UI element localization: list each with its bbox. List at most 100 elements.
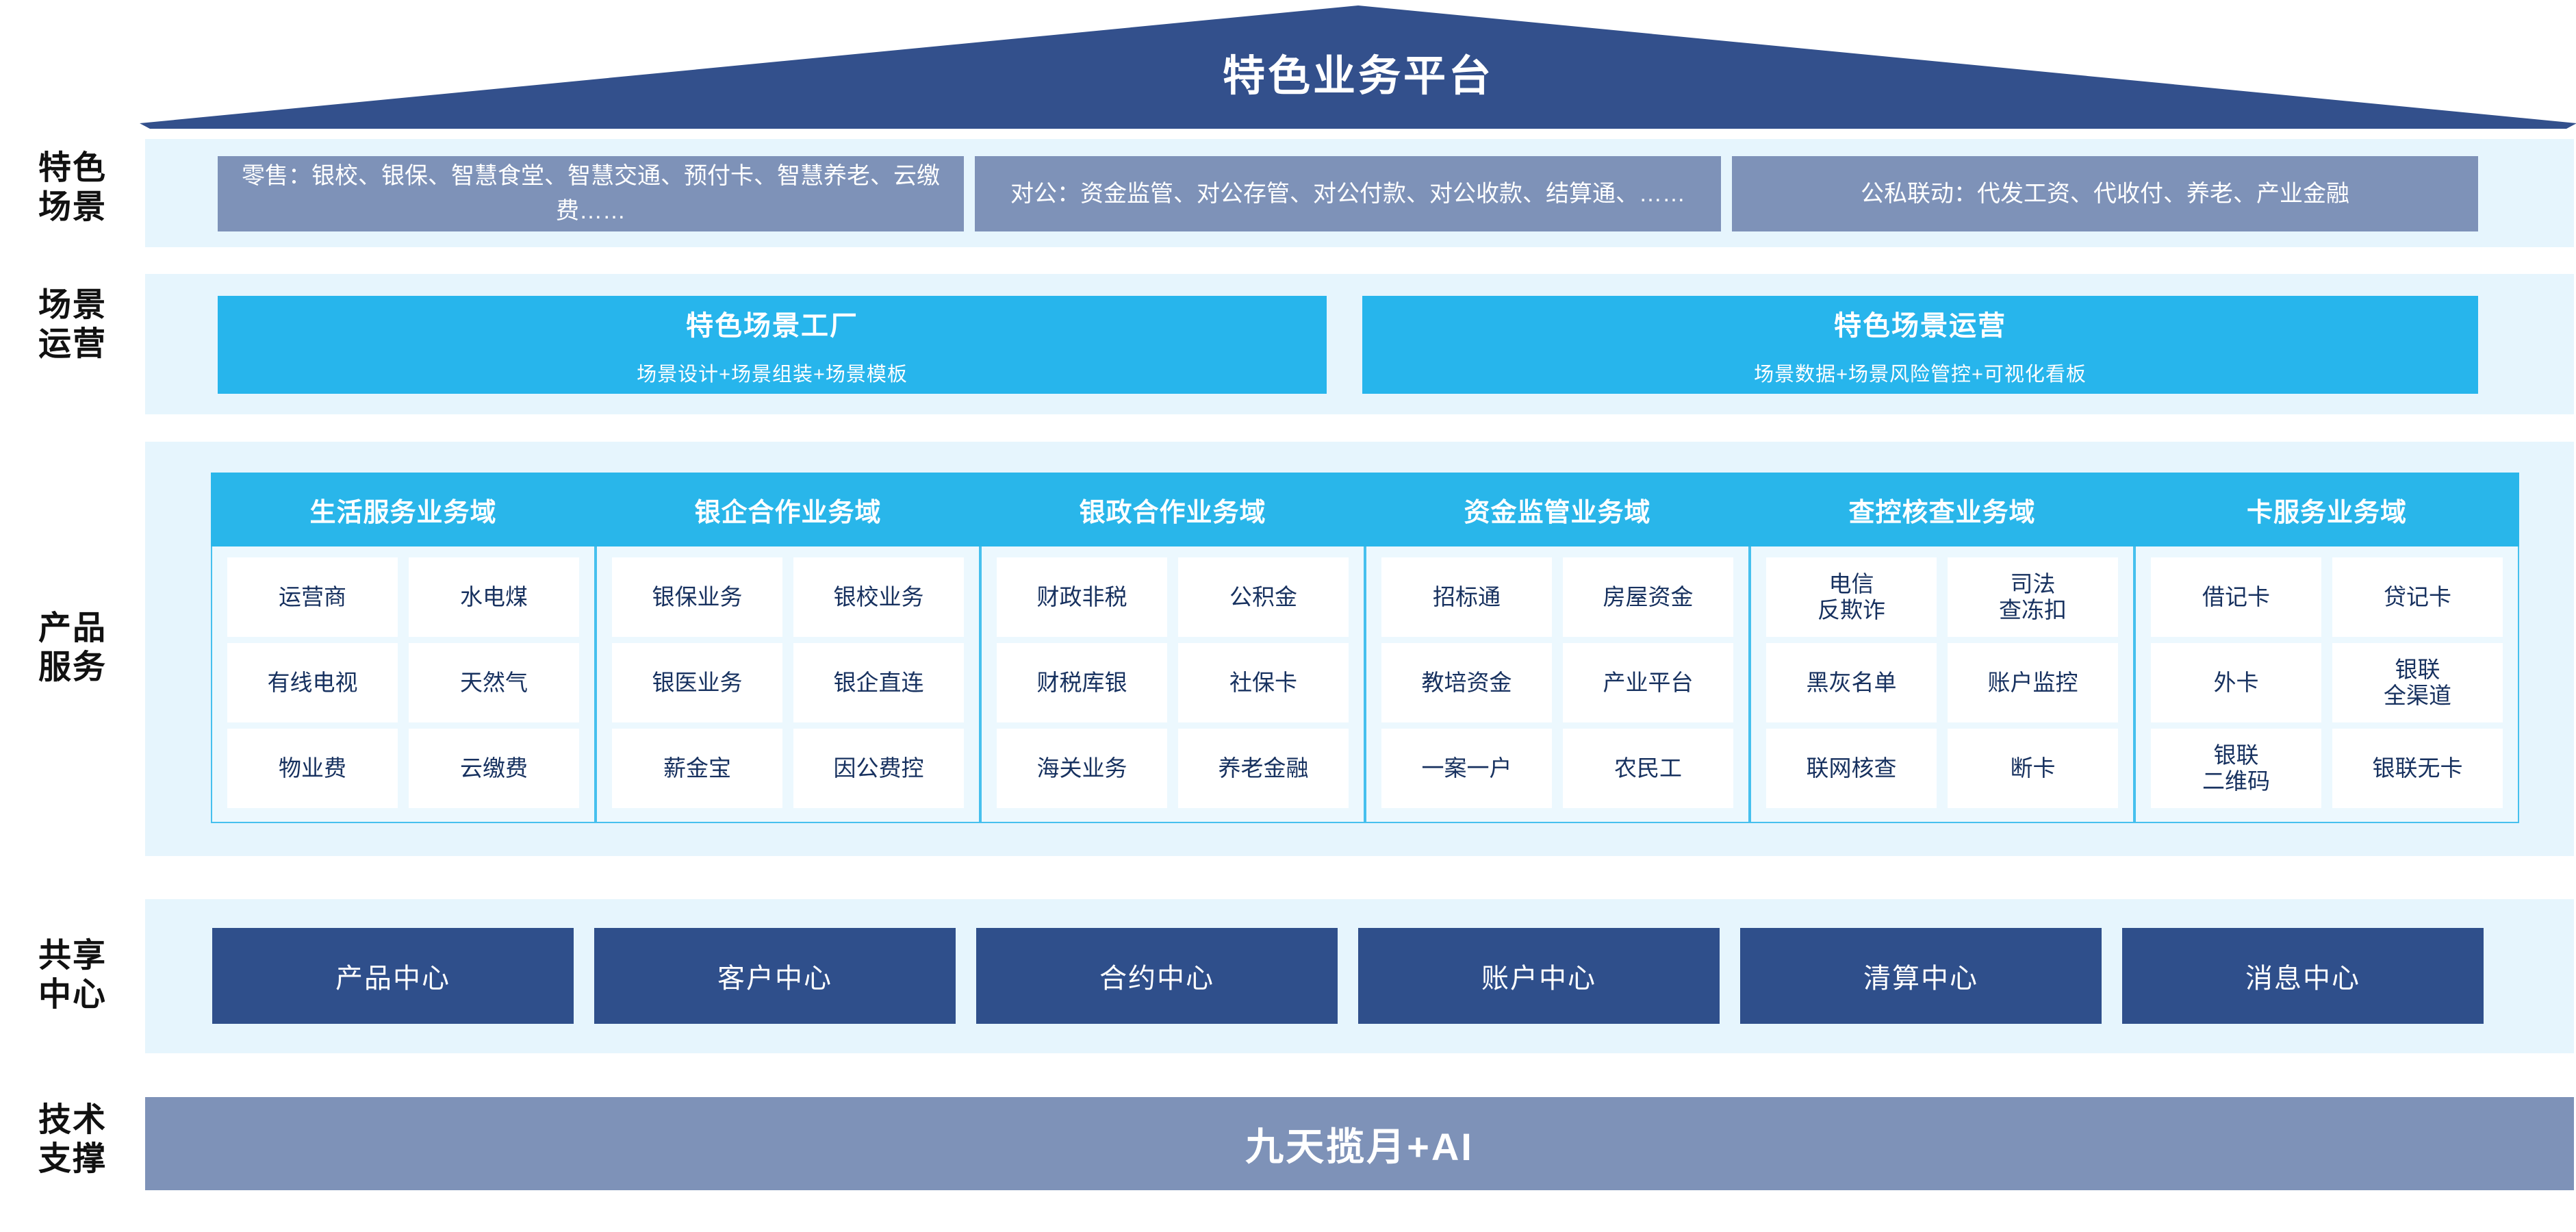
domain-body: 银保业务 银校业务 银医业务 银企直连 薪金宝 因公费控 [596, 546, 980, 823]
row-label-products: 产品 服务 [4, 609, 141, 687]
domain-cell[interactable]: 银联 二维码 [2151, 729, 2321, 808]
domain-card-bank-government[interactable]: 银政合作业务域 财政非税 公积金 财税库银 社保卡 海关业务 养老金融 [980, 473, 1365, 823]
domain-row: 借记卡 贷记卡 [2151, 557, 2503, 637]
operations-factory-title: 特色场景工厂 [686, 310, 858, 341]
shared-center-label: 清算中心 [1863, 964, 1978, 994]
domain-row: 招标通 房屋资金 [1381, 557, 1733, 637]
shared-center-label: 合约中心 [1099, 964, 1214, 994]
operations-factory-subtitle: 场景设计+场景组装+场景模板 [637, 363, 908, 386]
domain-cell[interactable]: 银医业务 [612, 643, 782, 722]
row-label-shared: 共享 中心 [4, 937, 141, 1014]
shared-center-product[interactable]: 产品中心 [212, 928, 574, 1024]
domain-card-fund-supervision[interactable]: 资金监管业务域 招标通 房屋资金 教培资金 产业平台 一案一户 农民工 [1365, 473, 1750, 823]
scenario-box-retail[interactable]: 零售：银校、银保、智慧食堂、智慧交通、预付卡、智慧养老、云缴费…… [218, 156, 964, 231]
domain-row: 薪金宝 因公费控 [612, 729, 964, 808]
operations-box-factory[interactable]: 特色场景工厂 场景设计+场景组装+场景模板 [218, 296, 1327, 394]
domain-row: 银医业务 银企直连 [612, 643, 964, 722]
row-label-tech: 技术 支撑 [4, 1101, 141, 1179]
domain-card-card-service[interactable]: 卡服务业务域 借记卡 贷记卡 外卡 银联 全渠道 银联 二维码 银联无卡 [2134, 473, 2519, 823]
domain-title: 银企合作业务域 [596, 473, 980, 546]
domain-body: 电信 反欺诈 司法 查冻扣 黑灰名单 账户监控 联网核查 断卡 [1750, 546, 2134, 823]
shared-center-label: 消息中心 [2245, 964, 2360, 994]
shared-center-settlement[interactable]: 清算中心 [1740, 928, 2102, 1024]
domain-row: 物业费 云缴费 [227, 729, 579, 808]
row-label-tech-text: 技术 支撑 [38, 1102, 107, 1177]
domain-cell[interactable]: 水电煤 [409, 557, 579, 637]
scenario-corporate-text: 对公：资金监管、对公存管、对公付款、对公收款、结算通、…… [1010, 180, 1685, 207]
domain-row: 联网核查 断卡 [1766, 729, 2118, 808]
domain-cell[interactable]: 借记卡 [2151, 557, 2321, 637]
domain-title: 卡服务业务域 [2134, 473, 2519, 546]
shared-center-message[interactable]: 消息中心 [2122, 928, 2484, 1024]
row-label-operations-text: 场景 运营 [38, 287, 107, 362]
row-label-products-text: 产品 服务 [38, 610, 107, 686]
row-label-scenarios-text: 特色 场景 [38, 150, 107, 225]
domain-row: 教培资金 产业平台 [1381, 643, 1733, 722]
shared-center-account[interactable]: 账户中心 [1358, 928, 1720, 1024]
domain-cell[interactable]: 银企直连 [793, 643, 964, 722]
domain-cell[interactable]: 云缴费 [409, 729, 579, 808]
scenario-box-linkage[interactable]: 公私联动：代发工资、代收付、养老、产业金融 [1732, 156, 2478, 231]
domain-row: 财政非税 公积金 [997, 557, 1349, 637]
tech-support-label: 九天揽月+AI [1245, 1124, 1474, 1168]
domain-cell[interactable]: 运营商 [227, 557, 398, 637]
domain-row: 一案一户 农民工 [1381, 729, 1733, 808]
domain-row: 电信 反欺诈 司法 查冻扣 [1766, 557, 2118, 637]
domain-title: 生活服务业务域 [211, 473, 596, 546]
domain-cell[interactable]: 有线电视 [227, 643, 398, 722]
domain-cell[interactable]: 电信 反欺诈 [1766, 557, 1937, 637]
domain-cell[interactable]: 财政非税 [997, 557, 1167, 637]
domain-cell[interactable]: 薪金宝 [612, 729, 782, 808]
domain-title: 资金监管业务域 [1365, 473, 1750, 546]
domain-row: 银联 二维码 银联无卡 [2151, 729, 2503, 808]
domain-cell[interactable]: 联网核查 [1766, 729, 1937, 808]
domain-cell[interactable]: 黑灰名单 [1766, 643, 1937, 722]
domain-cell[interactable]: 银保业务 [612, 557, 782, 637]
domain-cell[interactable]: 产业平台 [1563, 643, 1733, 722]
shared-center-label: 产品中心 [335, 964, 450, 994]
domain-cell[interactable]: 因公费控 [793, 729, 964, 808]
domain-cell[interactable]: 房屋资金 [1563, 557, 1733, 637]
domain-cell[interactable]: 账户监控 [1948, 643, 2118, 722]
scenario-box-corporate[interactable]: 对公：资金监管、对公存管、对公付款、对公收款、结算通、…… [975, 156, 1721, 231]
domain-cell[interactable]: 公积金 [1178, 557, 1349, 637]
scenario-linkage-text: 公私联动：代发工资、代收付、养老、产业金融 [1861, 180, 2349, 207]
domain-row: 外卡 银联 全渠道 [2151, 643, 2503, 722]
domain-cell[interactable]: 教培资金 [1381, 643, 1552, 722]
domain-cell[interactable]: 银校业务 [793, 557, 964, 637]
domain-cell[interactable]: 农民工 [1563, 729, 1733, 808]
domain-body: 招标通 房屋资金 教培资金 产业平台 一案一户 农民工 [1365, 546, 1750, 823]
domain-cell[interactable]: 物业费 [227, 729, 398, 808]
shared-center-contract[interactable]: 合约中心 [976, 928, 1338, 1024]
domain-row: 有线电视 天然气 [227, 643, 579, 722]
shared-center-customer[interactable]: 客户中心 [594, 928, 956, 1024]
domain-cell[interactable]: 银联无卡 [2332, 729, 2503, 808]
domain-card-life-service[interactable]: 生活服务业务域 运营商 水电煤 有线电视 天然气 物业费 云缴费 [211, 473, 596, 823]
domain-card-bank-enterprise[interactable]: 银企合作业务域 银保业务 银校业务 银医业务 银企直连 薪金宝 因公费控 [596, 473, 980, 823]
domain-body: 运营商 水电煤 有线电视 天然气 物业费 云缴费 [211, 546, 596, 823]
domain-cell[interactable]: 贷记卡 [2332, 557, 2503, 637]
domain-row: 财税库银 社保卡 [997, 643, 1349, 722]
operations-box-running[interactable]: 特色场景运营 场景数据+场景风险管控+可视化看板 [1362, 296, 2478, 394]
domain-cell[interactable]: 养老金融 [1178, 729, 1349, 808]
domain-row: 黑灰名单 账户监控 [1766, 643, 2118, 722]
roof-triangle-shape [140, 5, 2576, 129]
row-label-scenarios: 特色 场景 [4, 149, 141, 227]
domain-cell[interactable]: 司法 查冻扣 [1948, 557, 2118, 637]
domain-cell[interactable]: 招标通 [1381, 557, 1552, 637]
domain-cell[interactable]: 天然气 [409, 643, 579, 722]
row-label-operations: 场景 运营 [4, 286, 141, 364]
domain-cell[interactable]: 断卡 [1948, 729, 2118, 808]
domain-cell[interactable]: 外卡 [2151, 643, 2321, 722]
domain-cell[interactable]: 一案一户 [1381, 729, 1552, 808]
domain-cell[interactable]: 社保卡 [1178, 643, 1349, 722]
domain-cell[interactable]: 财税库银 [997, 643, 1167, 722]
domain-row: 运营商 水电煤 [227, 557, 579, 637]
operations-running-title: 特色场景运营 [1834, 310, 2006, 341]
domain-cell[interactable]: 银联 全渠道 [2332, 643, 2503, 722]
domain-card-investigation[interactable]: 查控核查业务域 电信 反欺诈 司法 查冻扣 黑灰名单 账户监控 联网核查 断卡 [1750, 473, 2134, 823]
domain-cell[interactable]: 海关业务 [997, 729, 1167, 808]
platform-roof: 特色业务平台 [140, 5, 2576, 129]
tech-support-bar[interactable]: 九天揽月+AI [145, 1097, 2574, 1190]
scenario-retail-text: 零售：银校、银保、智慧食堂、智慧交通、预付卡、智慧养老、云缴费…… [242, 163, 940, 224]
